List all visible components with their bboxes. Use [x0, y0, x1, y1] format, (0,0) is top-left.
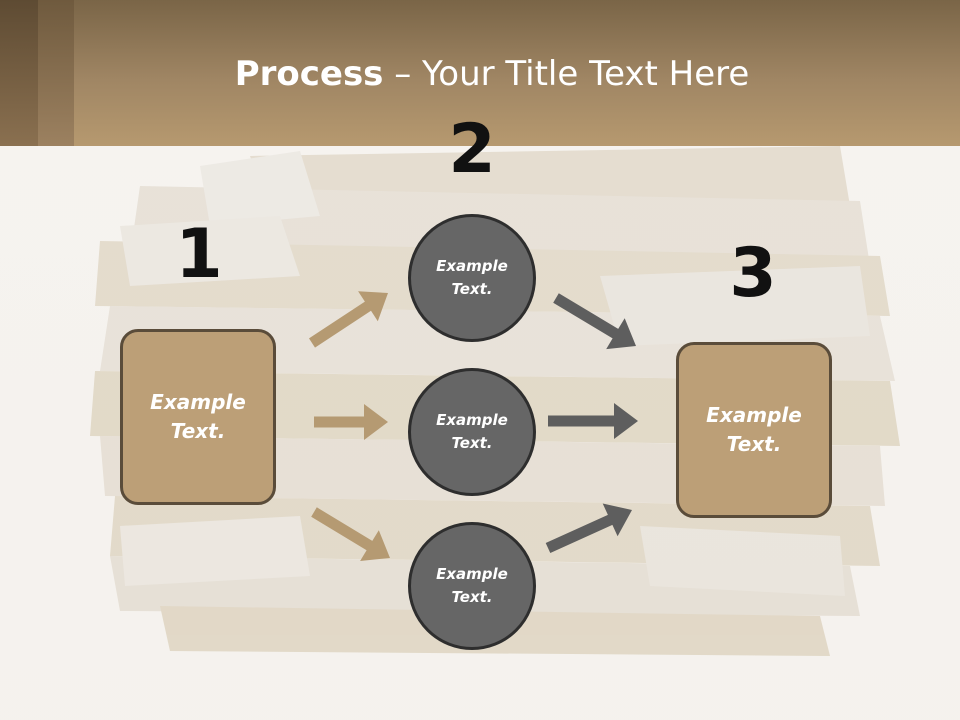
- slide-title[interactable]: Process – Your Title Text Here: [0, 52, 960, 96]
- step-3-box[interactable]: Example Text.: [676, 342, 832, 518]
- step-1-box[interactable]: Example Text.: [120, 329, 276, 505]
- step-1-number: 1: [175, 215, 223, 294]
- step-1-text: Example Text.: [150, 390, 246, 443]
- step-3-number: 3: [729, 234, 777, 313]
- step-2-circle-middle-text: Example Text.: [436, 411, 508, 452]
- step-2-circle-bottom-text: Example Text.: [436, 565, 508, 606]
- arrow-middle-to-step3-icon: [548, 403, 638, 439]
- arrow-step1-to-middle-icon: [314, 404, 388, 440]
- arrow-step1-to-top-icon: [309, 291, 388, 348]
- step-2-circle-bottom[interactable]: Example Text.: [408, 522, 536, 650]
- step-2-number: 2: [448, 110, 496, 189]
- step-3-text: Example Text.: [706, 403, 802, 456]
- arrow-step1-to-bottom-icon: [311, 507, 390, 561]
- title-bold-part: Process: [234, 54, 384, 94]
- step-2-circle-top-text: Example Text.: [436, 257, 508, 298]
- step-2-circle-top[interactable]: Example Text.: [408, 214, 536, 342]
- arrow-top-to-step3-icon: [553, 293, 636, 350]
- header-accent-strip: [0, 0, 38, 146]
- arrow-bottom-to-step3-icon: [545, 503, 632, 553]
- step-2-circle-middle[interactable]: Example Text.: [408, 368, 536, 496]
- title-rest: – Your Title Text Here: [383, 54, 750, 94]
- header-accent-strip-2: [38, 0, 74, 146]
- title-bar: [0, 0, 960, 146]
